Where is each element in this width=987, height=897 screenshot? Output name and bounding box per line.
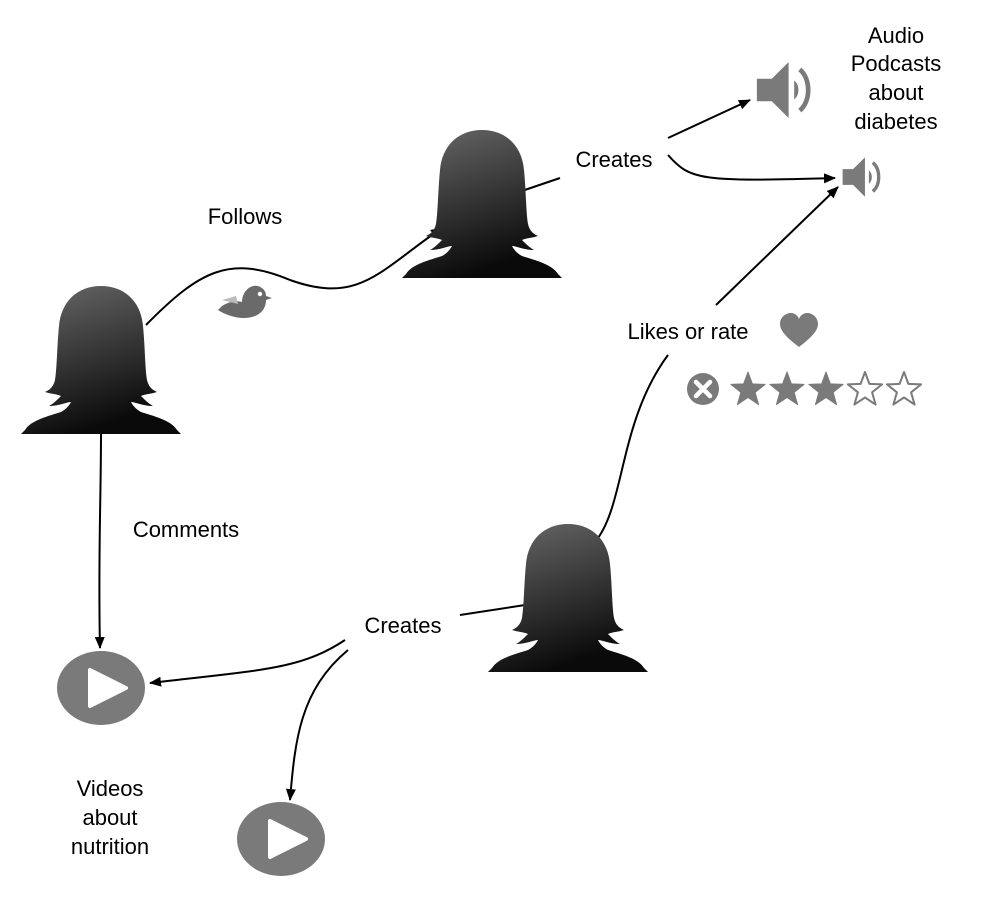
play-icon bbox=[268, 819, 308, 859]
heart-icon[interactable] bbox=[780, 313, 818, 347]
label-audio-group-line: Audio bbox=[868, 23, 924, 48]
edge-creates-to-video-1 bbox=[149, 639, 346, 687]
label-audio-group-line: diabetes bbox=[854, 109, 937, 134]
star-filled-icon[interactable] bbox=[769, 371, 805, 406]
edge-creates-to-audio-2 bbox=[667, 154, 836, 184]
edge-person-bottom-to-creates bbox=[459, 604, 526, 616]
speaker-icon[interactable] bbox=[843, 157, 879, 196]
person-top[interactable] bbox=[402, 130, 562, 278]
video-2[interactable] bbox=[237, 802, 325, 876]
edge-likes-to-audio-2 bbox=[715, 186, 839, 306]
video-1[interactable] bbox=[57, 651, 145, 725]
edge-creates-to-video-2 bbox=[285, 649, 349, 801]
label-comments: Comments bbox=[133, 517, 239, 542]
label-video-group-line: about bbox=[82, 805, 137, 830]
label-video-group-line: nutrition bbox=[71, 834, 149, 859]
edge-person-bottom-to-likes bbox=[597, 354, 669, 539]
star-filled-icon[interactable] bbox=[730, 371, 766, 406]
person-left[interactable] bbox=[21, 286, 181, 434]
label-audio-group-line: about bbox=[868, 80, 923, 105]
person-bottom[interactable] bbox=[488, 524, 648, 672]
label-creates-bottom: Creates bbox=[364, 613, 441, 638]
star-empty-icon[interactable] bbox=[885, 371, 923, 406]
label-audio-group-line: Podcasts bbox=[851, 51, 942, 76]
label-follows: Follows bbox=[208, 204, 283, 229]
play-icon bbox=[88, 668, 128, 708]
label-likes-or-rate: Likes or rate bbox=[627, 319, 748, 344]
clear-rating-icon[interactable] bbox=[687, 373, 719, 405]
edge-creates-to-audio-1 bbox=[667, 99, 751, 139]
label-creates-top: Creates bbox=[575, 147, 652, 172]
star-empty-icon[interactable] bbox=[846, 371, 884, 406]
edge-follows bbox=[145, 227, 443, 326]
star-filled-icon[interactable] bbox=[808, 371, 844, 406]
star-rating[interactable] bbox=[687, 371, 923, 406]
edge-comments bbox=[94, 431, 105, 649]
speaker-icon[interactable] bbox=[757, 62, 808, 118]
label-video-group-line: Videos bbox=[77, 776, 144, 801]
twitter-bird-icon bbox=[218, 285, 272, 318]
